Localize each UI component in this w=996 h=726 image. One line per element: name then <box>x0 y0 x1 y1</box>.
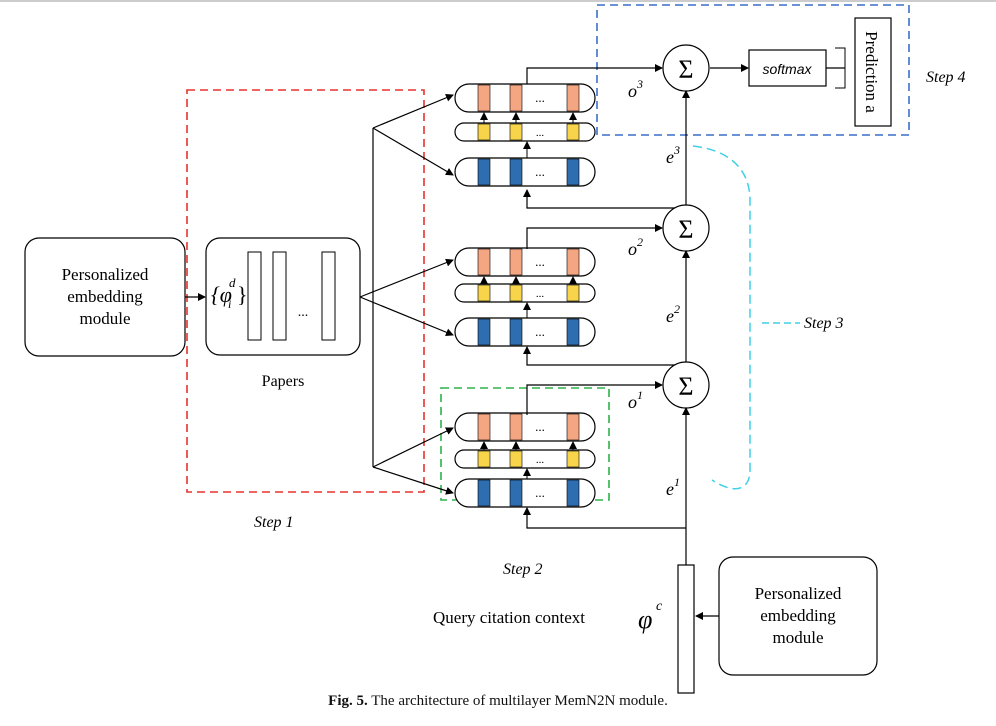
sum-node-3 <box>662 44 710 92</box>
memory-cell <box>509 318 523 346</box>
caption-label: Fig. 5. <box>328 693 368 709</box>
step1-label: Step 1 <box>254 514 294 531</box>
memory-cell <box>477 123 491 141</box>
memory-cell <box>566 123 580 141</box>
papers-set-superscript: d <box>229 275 236 290</box>
memory-row-ellipsis: ... <box>536 454 545 466</box>
sum-connections <box>523 64 845 638</box>
orange-memory-row: ... <box>454 412 596 442</box>
left-module-line1: Personalized <box>62 265 149 284</box>
step4-label: Step 4 <box>926 69 966 86</box>
sum-node-1 <box>662 361 710 409</box>
layer-3: ......... <box>454 83 596 187</box>
paper-vector-2 <box>272 251 287 341</box>
left-module-line3: module <box>80 309 131 328</box>
caption-text: The architecture of multilayer MemN2N mo… <box>371 693 668 709</box>
memory-cell <box>566 318 580 346</box>
sum-node-2 <box>662 204 710 252</box>
sum-symbol-3: Σ <box>678 55 693 84</box>
memory-cell <box>477 479 491 507</box>
step3-label: Step 3 <box>804 315 844 332</box>
memory-cell <box>509 158 523 186</box>
memory-row-ellipsis: ... <box>535 90 545 105</box>
memory-cell <box>509 284 523 302</box>
sum-symbol-1: Σ <box>678 372 693 401</box>
memory-cell <box>566 413 580 441</box>
layer-1: ......... <box>454 412 596 508</box>
right-module-line1: Personalized <box>755 584 842 603</box>
memory-cell <box>477 84 491 112</box>
memory-cell <box>566 284 580 302</box>
paper-vector-n <box>321 251 336 341</box>
query-label: Query citation context <box>433 608 585 627</box>
memory-cell <box>477 450 491 468</box>
memory-cell <box>509 248 523 276</box>
softmax-box <box>748 49 827 87</box>
orange-memory-row: ... <box>454 247 596 277</box>
output-label-o2: o2 <box>628 235 643 259</box>
left-module-line2: embedding <box>67 287 143 306</box>
step4-dashed-box <box>596 4 910 136</box>
fanout-arrows <box>359 93 454 495</box>
query-phi: φ <box>638 605 652 634</box>
yellow-memory-row: ... <box>454 449 596 469</box>
memory-cell <box>566 479 580 507</box>
papers-set-symbol: {φ <box>211 282 232 307</box>
memory-row-ellipsis: ... <box>535 485 545 500</box>
memory-row-ellipsis: ... <box>535 254 545 269</box>
memory-cell <box>477 413 491 441</box>
papers-ellipsis: ... <box>298 305 309 320</box>
yellow-memory-row: ... <box>454 122 596 142</box>
memory-cell <box>477 284 491 302</box>
softmax-label: softmax <box>762 61 812 77</box>
embedding-label-e2: e2 <box>666 302 680 326</box>
memory-cell <box>477 318 491 346</box>
memory-row-ellipsis: ... <box>535 324 545 339</box>
papers-set-subscript: i <box>228 297 231 311</box>
memory-layers: ........................... <box>454 83 596 508</box>
memory-row-ellipsis: ... <box>535 419 545 434</box>
blue-memory-row: ... <box>454 317 596 347</box>
memory-cell <box>566 158 580 186</box>
memory-cell <box>566 84 580 112</box>
blue-memory-row: ... <box>454 157 596 187</box>
orange-memory-row: ... <box>454 83 596 113</box>
figure-caption: Fig. 5. The architecture of multilayer M… <box>0 693 996 710</box>
memory-cell <box>509 479 523 507</box>
right-module-line2: embedding <box>760 606 836 625</box>
memory-cell <box>477 248 491 276</box>
embedding-label-e3: e3 <box>666 143 680 167</box>
papers-set-close: } <box>237 282 248 307</box>
step1-dashed-box <box>186 89 425 493</box>
output-label-o1: o1 <box>628 388 643 412</box>
yellow-memory-row: ... <box>454 283 596 303</box>
prediction-bracket <box>835 47 846 89</box>
blue-memory-row: ... <box>454 478 596 508</box>
memory-cell <box>509 123 523 141</box>
memory-cell <box>509 413 523 441</box>
layer-2: ......... <box>454 247 596 347</box>
prediction-box <box>854 17 892 127</box>
memory-cell <box>509 84 523 112</box>
output-label-o3: o3 <box>628 77 643 101</box>
memory-cell <box>566 248 580 276</box>
embedding-label-e1: e1 <box>666 475 680 499</box>
papers-label: Papers <box>262 373 305 390</box>
query-vector <box>677 564 695 694</box>
step2-label: Step 2 <box>503 561 543 578</box>
memory-row-ellipsis: ... <box>536 288 545 300</box>
query-superscript: c <box>656 599 663 614</box>
prediction-label: Prediction a <box>862 31 881 113</box>
paper-vector-1 <box>247 251 262 341</box>
memory-cell <box>566 450 580 468</box>
step3-dashed-curve <box>692 145 751 490</box>
right-module-line3: module <box>773 628 824 647</box>
memory-row-ellipsis: ... <box>536 127 545 139</box>
memory-row-ellipsis: ... <box>535 164 545 179</box>
memory-cell <box>509 450 523 468</box>
sum-symbol-2: Σ <box>678 215 693 244</box>
memory-cell <box>477 158 491 186</box>
